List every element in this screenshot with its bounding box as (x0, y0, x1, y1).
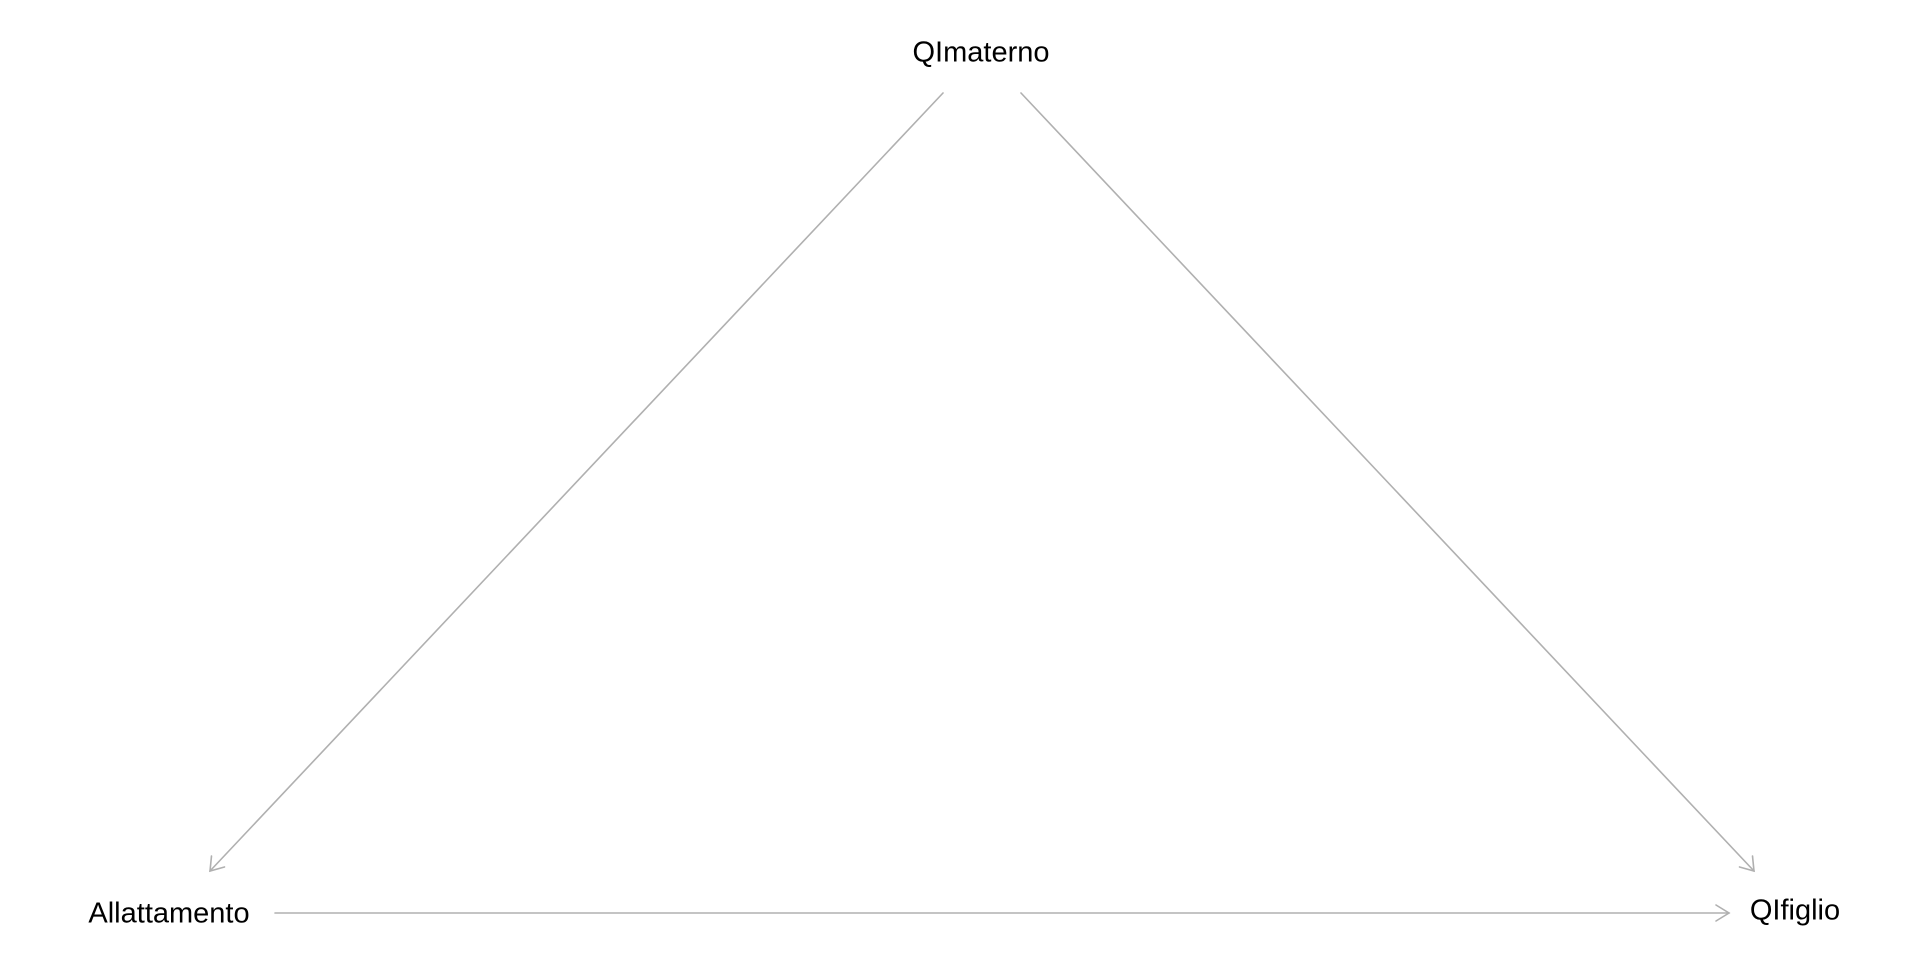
edge-line (1020, 92, 1755, 872)
arrowhead-icon (1738, 855, 1755, 873)
edge-allattamento-qifiglio (274, 904, 1731, 922)
edge-line (209, 92, 944, 872)
node-qimaterno: QImaterno (912, 36, 1050, 69)
node-allattamento: Allattamento (88, 897, 250, 930)
arrowhead-icon (209, 855, 226, 873)
arrowhead-icon (1715, 904, 1731, 922)
edge-qimaterno-qifiglio (1020, 92, 1755, 873)
node-qifiglio: QIfiglio (1749, 894, 1841, 927)
edge-qimaterno-allattamento (209, 92, 944, 873)
